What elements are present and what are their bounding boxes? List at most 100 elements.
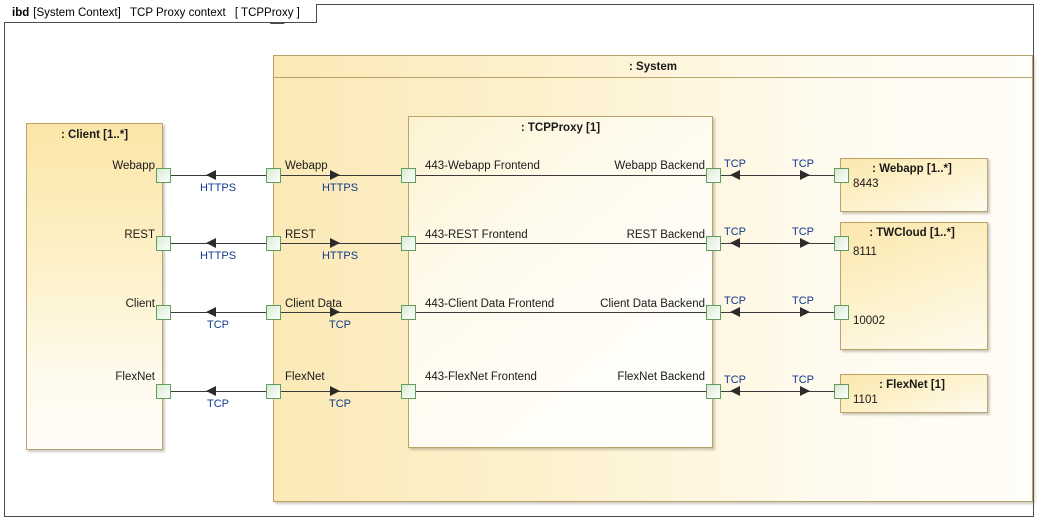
proxy-backend-label-4: FlexNet Backend	[617, 371, 705, 383]
port-webapp-8443[interactable]	[834, 168, 849, 183]
block-tcpproxy-title: : TCPProxy [1]	[520, 121, 601, 134]
connector-proxy-flexnet[interactable]	[721, 391, 835, 392]
port-number-twcloud-1: 8111	[853, 246, 877, 258]
port-client-rest[interactable]	[156, 236, 171, 251]
port-proxy-clientdata-frontend[interactable]	[401, 305, 416, 320]
port-proxy-webapp-frontend[interactable]	[401, 168, 416, 183]
connector-system-proxy-1[interactable]	[281, 175, 401, 176]
connector-label-backend-right-1: TCP	[792, 158, 814, 170]
port-flexnet-1101[interactable]	[834, 384, 849, 399]
connector-label-system-proxy-2: HTTPS	[321, 250, 359, 262]
port-proxy-webapp-backend[interactable]	[706, 168, 721, 183]
proxy-backend-label-1: Webapp Backend	[614, 160, 705, 172]
diagram-header-tab: ibd [System Context] TCP Proxy context […	[4, 4, 317, 23]
block-tcpproxy[interactable]: : TCPProxy [1]	[408, 116, 713, 448]
system-port-label-3: Client Data	[285, 298, 342, 310]
port-client-webapp[interactable]	[156, 168, 171, 183]
proxy-frontend-label-3: 443-Client Data Frontend	[425, 298, 555, 310]
port-twcloud-8111[interactable]	[834, 236, 849, 251]
arrow-left-1	[206, 170, 216, 180]
port-system-flexnet-in[interactable]	[266, 384, 281, 399]
arrow-left-backend-4	[730, 386, 740, 396]
connector-proxy-twcloud-2[interactable]	[721, 312, 835, 313]
connector-label-backend-left-3: TCP	[724, 295, 746, 307]
port-proxy-rest-frontend[interactable]	[401, 236, 416, 251]
connector-label-backend-left-1: TCP	[724, 158, 746, 170]
system-port-label-2: REST	[285, 229, 316, 241]
block-client[interactable]: : Client [1..*]	[26, 123, 163, 450]
block-system-title: : System	[629, 60, 677, 73]
arrow-right-backend-1	[800, 170, 810, 180]
arrow-left-2	[206, 238, 216, 248]
proxy-frontend-label-1: 443-Webapp Frontend	[425, 160, 540, 172]
block-flexnet-title: : FlexNet [1]	[879, 379, 945, 391]
block-flexnet[interactable]: : FlexNet [1]	[840, 374, 988, 413]
connector-label-system-proxy-1: HTTPS	[321, 182, 359, 194]
connector-system-proxy-4[interactable]	[281, 391, 401, 392]
port-system-webapp-in[interactable]	[266, 168, 281, 183]
system-port-label-4: FlexNet	[285, 371, 325, 383]
port-twcloud-10002[interactable]	[834, 305, 849, 320]
connector-label-backend-right-4: TCP	[792, 374, 814, 386]
connector-label-backend-right-2: TCP	[792, 226, 814, 238]
port-system-clientdata-in[interactable]	[266, 305, 281, 320]
block-webapp[interactable]: : Webapp [1..*]	[840, 158, 988, 212]
connector-proxy-internal-3[interactable]	[416, 312, 712, 313]
block-twcloud-title: : TWCloud [1..*]	[869, 227, 955, 239]
client-port-label-3: Client	[125, 298, 155, 310]
port-proxy-flexnet-frontend[interactable]	[401, 384, 416, 399]
diagram-name: TCP Proxy context	[130, 7, 226, 19]
connector-client-system-4[interactable]	[171, 391, 266, 392]
block-webapp-title: : Webapp [1..*]	[872, 163, 952, 175]
connector-label-client-system-4: TCP	[207, 398, 229, 410]
connector-system-proxy-3[interactable]	[281, 312, 401, 313]
block-client-title: : Client [1..*]	[60, 128, 129, 141]
connector-proxy-internal-2[interactable]	[416, 243, 712, 244]
connector-proxy-internal-4[interactable]	[416, 391, 712, 392]
arrow-left-backend-3	[730, 307, 740, 317]
port-client-clientdata[interactable]	[156, 305, 171, 320]
connector-label-backend-left-2: TCP	[724, 226, 746, 238]
block-system-title-divider	[274, 77, 1032, 78]
connector-label-backend-left-4: TCP	[724, 374, 746, 386]
diagram-keyword: ibd	[12, 7, 30, 19]
port-number-twcloud-2: 10002	[853, 315, 885, 327]
arrow-right-3	[330, 307, 340, 317]
port-proxy-clientdata-backend[interactable]	[706, 305, 721, 320]
arrow-left-3	[206, 307, 216, 317]
connector-proxy-webapp-1[interactable]	[721, 175, 835, 176]
arrow-left-4	[206, 386, 216, 396]
connector-proxy-twcloud-1[interactable]	[721, 243, 835, 244]
connector-label-backend-right-3: TCP	[792, 295, 814, 307]
arrow-left-backend-1	[730, 170, 740, 180]
diagram-context: [System Context]	[33, 7, 121, 19]
block-twcloud[interactable]: : TWCloud [1..*]	[840, 222, 988, 350]
proxy-backend-label-3: Client Data Backend	[600, 298, 705, 310]
connector-client-system-2[interactable]	[171, 243, 266, 244]
arrow-right-2	[330, 238, 340, 248]
arrow-left-backend-2	[730, 238, 740, 248]
connector-proxy-internal-1[interactable]	[416, 175, 712, 176]
system-port-label-1: Webapp	[285, 160, 328, 172]
port-proxy-flexnet-backend[interactable]	[706, 384, 721, 399]
port-number-flexnet: 1101	[853, 394, 878, 406]
connector-label-client-system-1: HTTPS	[199, 182, 237, 194]
port-proxy-rest-backend[interactable]	[706, 236, 721, 251]
connector-client-system-3[interactable]	[171, 312, 266, 313]
client-port-label-2: REST	[124, 229, 155, 241]
arrow-right-backend-4	[800, 386, 810, 396]
connector-client-system-1[interactable]	[171, 175, 266, 176]
connector-label-client-system-3: TCP	[207, 319, 229, 331]
client-port-label-4: FlexNet	[115, 371, 155, 383]
connector-system-proxy-2[interactable]	[281, 243, 401, 244]
arrow-right-4	[330, 386, 340, 396]
diagram-type: [ TCPProxy ]	[234, 7, 300, 19]
arrow-right-backend-3	[800, 307, 810, 317]
connector-label-system-proxy-3: TCP	[329, 319, 351, 331]
port-system-rest-in[interactable]	[266, 236, 281, 251]
proxy-frontend-label-4: 443-FlexNet Frontend	[425, 371, 537, 383]
proxy-backend-label-2: REST Backend	[626, 229, 705, 241]
port-client-flexnet[interactable]	[156, 384, 171, 399]
connector-label-client-system-2: HTTPS	[199, 250, 237, 262]
